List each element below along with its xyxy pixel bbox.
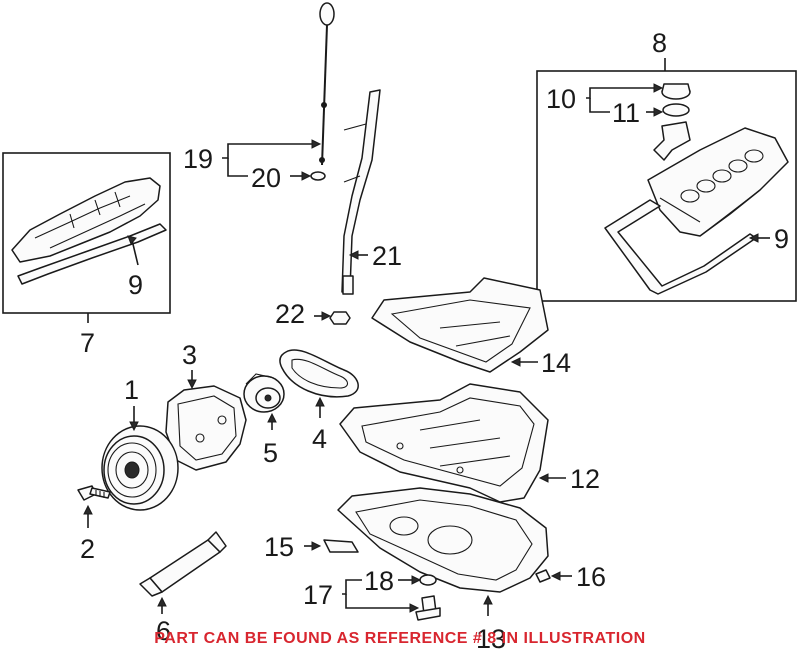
callout-18: 18 <box>364 566 394 596</box>
oil-pan-baffle-part <box>371 277 549 373</box>
nut-part <box>329 311 351 325</box>
callout-19: 19 <box>183 144 213 174</box>
callout-14: 14 <box>541 348 571 378</box>
dipstick-tube-part <box>341 89 381 295</box>
callout-9-left: 9 <box>128 270 143 300</box>
plug-part <box>415 595 441 621</box>
callout-10: 10 <box>546 84 576 114</box>
seal-part <box>662 103 690 117</box>
tensioner-part <box>243 373 285 413</box>
callout-13: 13 <box>476 624 506 654</box>
callout-6: 6 <box>156 616 171 646</box>
callout-20: 20 <box>251 163 281 193</box>
timing-cover-part <box>165 385 247 471</box>
callout-8: 8 <box>652 28 667 58</box>
dipstick-oring-part <box>310 171 326 181</box>
callout-11: 11 <box>612 98 640 128</box>
drain-plug-part <box>535 569 551 583</box>
sealant-tube-part <box>139 531 227 597</box>
callout-9-right: 9 <box>774 224 789 254</box>
lower-oil-pan-part <box>337 487 549 593</box>
callout-1: 1 <box>124 375 139 405</box>
callout-17: 17 <box>303 580 333 610</box>
callout-15: 15 <box>264 532 294 562</box>
callout-16: 16 <box>576 562 606 592</box>
callout-21: 21 <box>372 241 402 271</box>
callout-7: 7 <box>80 328 95 358</box>
washer-part <box>419 574 437 586</box>
callout-5: 5 <box>263 438 278 468</box>
dipstick-part <box>319 2 335 166</box>
valve-cover-part <box>647 127 789 237</box>
group-box-8 <box>536 70 797 302</box>
sensor-part <box>323 539 359 553</box>
pulley-part <box>101 425 179 511</box>
valve-cover-gasket-part <box>604 199 757 295</box>
callout-3: 3 <box>182 340 197 370</box>
bolt-part <box>77 485 111 501</box>
engine-cover-part <box>11 177 161 263</box>
callout-4: 4 <box>312 424 327 454</box>
reference-note: PART CAN BE FOUND AS REFERENCE # 8 IN IL… <box>154 630 646 647</box>
callout-22: 22 <box>275 299 305 329</box>
callout-12: 12 <box>570 464 600 494</box>
oil-filler-cap-part <box>661 83 691 100</box>
filler-neck-part <box>653 121 691 161</box>
belt-part <box>279 349 359 398</box>
group-box-7 <box>2 152 171 314</box>
upper-oil-pan-part <box>339 383 549 503</box>
callout-2: 2 <box>80 534 95 564</box>
